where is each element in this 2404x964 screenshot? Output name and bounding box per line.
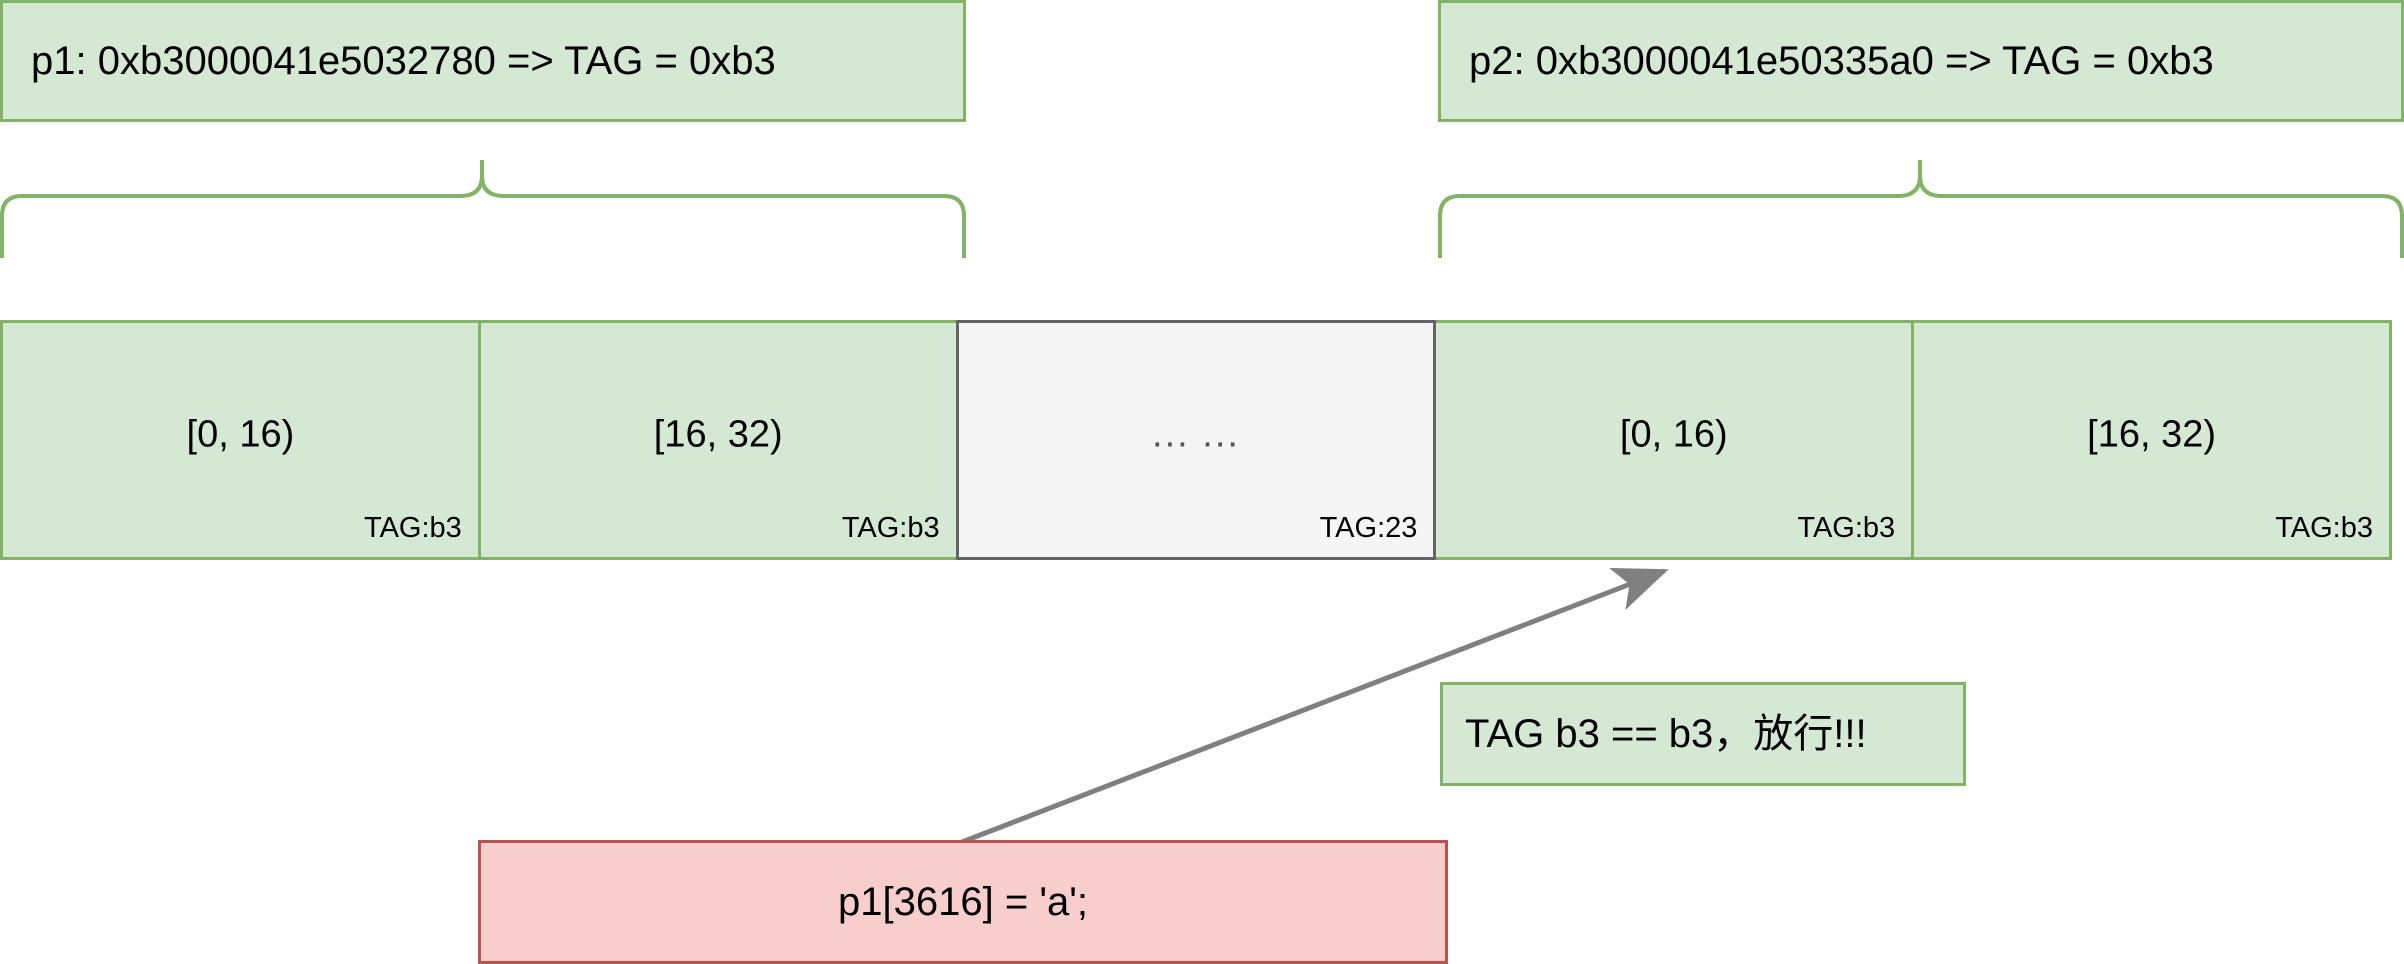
memory-block-3-range: [0, 16): [1619, 413, 1728, 456]
pointer-label-p1: p1: 0xb3000041e5032780 => TAG = 0xb3: [0, 0, 966, 122]
tag-match-note: TAG b3 == b3，放行!!!: [1440, 682, 1966, 786]
memory-block-3: [0, 16) TAG:b3: [1433, 320, 1915, 560]
memory-block-4-tag: TAG:b3: [2275, 512, 2373, 544]
memory-block-0-tag: TAG:b3: [364, 512, 462, 544]
memory-block-1: [16, 32) TAG:b3: [477, 320, 959, 560]
write-statement-box: p1[3616] = 'a';: [478, 840, 1448, 964]
memory-block-4: [16, 32) TAG:b3: [1911, 320, 2392, 560]
memory-block-strip: [0, 16) TAG:b3 [16, 32) TAG:b3 ... ... T…: [0, 320, 2392, 560]
brace-p2: [1438, 160, 2404, 258]
memory-block-2-tag: TAG:23: [1319, 512, 1418, 544]
memory-block-0: [0, 16) TAG:b3: [0, 320, 481, 560]
memory-block-1-range: [16, 32): [653, 413, 783, 456]
pointer-label-p2-text: p2: 0xb3000041e50335a0 => TAG = 0xb3: [1469, 39, 2214, 83]
write-statement-text: p1[3616] = 'a';: [838, 879, 1088, 924]
memory-block-2-elided: ... ... TAG:23: [955, 320, 1437, 560]
pointer-label-p2: p2: 0xb3000041e50335a0 => TAG = 0xb3: [1438, 0, 2404, 122]
brace-p1: [0, 160, 966, 258]
memory-block-2-range: ... ...: [1152, 413, 1240, 456]
pointer-label-p1-text: p1: 0xb3000041e5032780 => TAG = 0xb3: [31, 39, 776, 83]
tag-match-note-text: TAG b3 == b3，放行!!!: [1465, 712, 1867, 756]
memory-block-1-tag: TAG:b3: [841, 512, 940, 544]
memory-block-0-range: [0, 16): [186, 413, 295, 456]
memory-block-3-tag: TAG:b3: [1797, 512, 1896, 544]
memory-block-4-range: [16, 32): [2087, 413, 2217, 456]
